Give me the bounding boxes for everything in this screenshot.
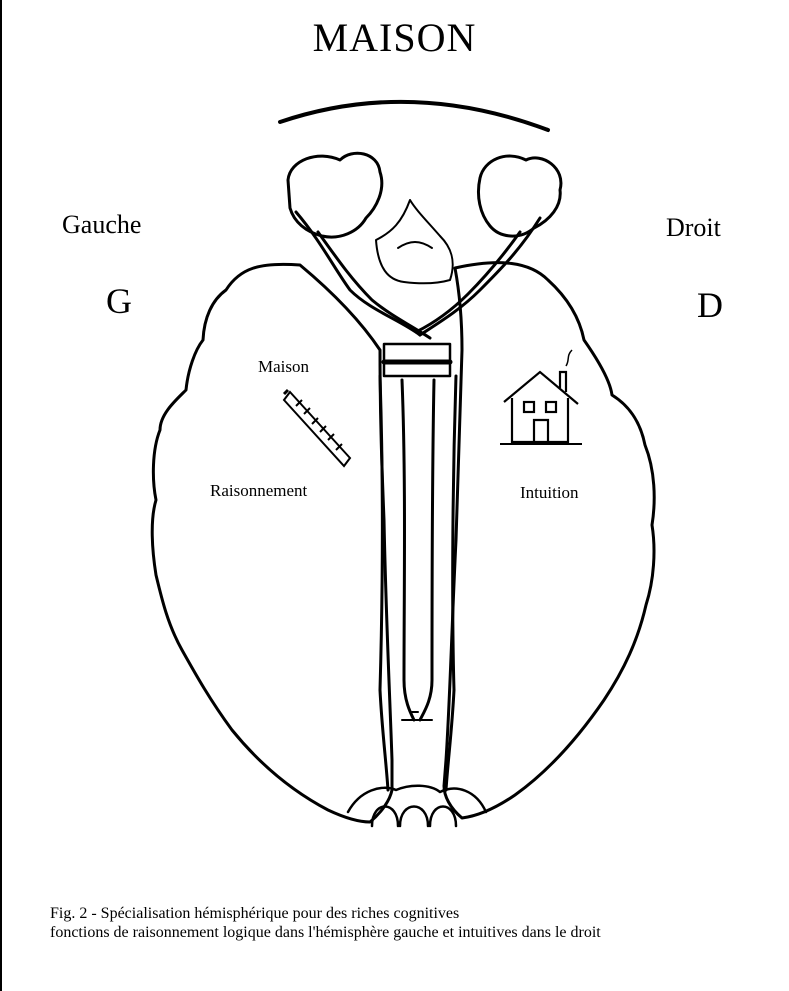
left-optic-tract bbox=[296, 212, 420, 335]
left-word-label: Maison bbox=[258, 357, 309, 377]
central-fissure-right bbox=[420, 380, 434, 720]
caption-line-1: Fig. 2 - Spécialisation hémisphérique po… bbox=[50, 904, 785, 923]
right-function-label: Intuition bbox=[520, 483, 579, 503]
caption-line-2: fonctions de raisonnement logique dans l… bbox=[50, 923, 785, 942]
left-function-label: Raisonnement bbox=[210, 481, 307, 501]
pen-icon bbox=[284, 390, 350, 466]
left-optic-tract-inner bbox=[318, 232, 430, 338]
central-fissure-left bbox=[402, 380, 414, 720]
title-arc bbox=[280, 102, 548, 130]
right-hemisphere-outline bbox=[444, 263, 654, 818]
figure-caption: Fig. 2 - Spécialisation hémisphérique po… bbox=[50, 904, 785, 942]
house-icon bbox=[500, 350, 582, 444]
left-frontal-bulb bbox=[288, 153, 382, 237]
cerebellum bbox=[348, 786, 486, 826]
left-hemisphere-outline bbox=[152, 264, 392, 822]
right-frontal-bulb bbox=[478, 156, 560, 236]
